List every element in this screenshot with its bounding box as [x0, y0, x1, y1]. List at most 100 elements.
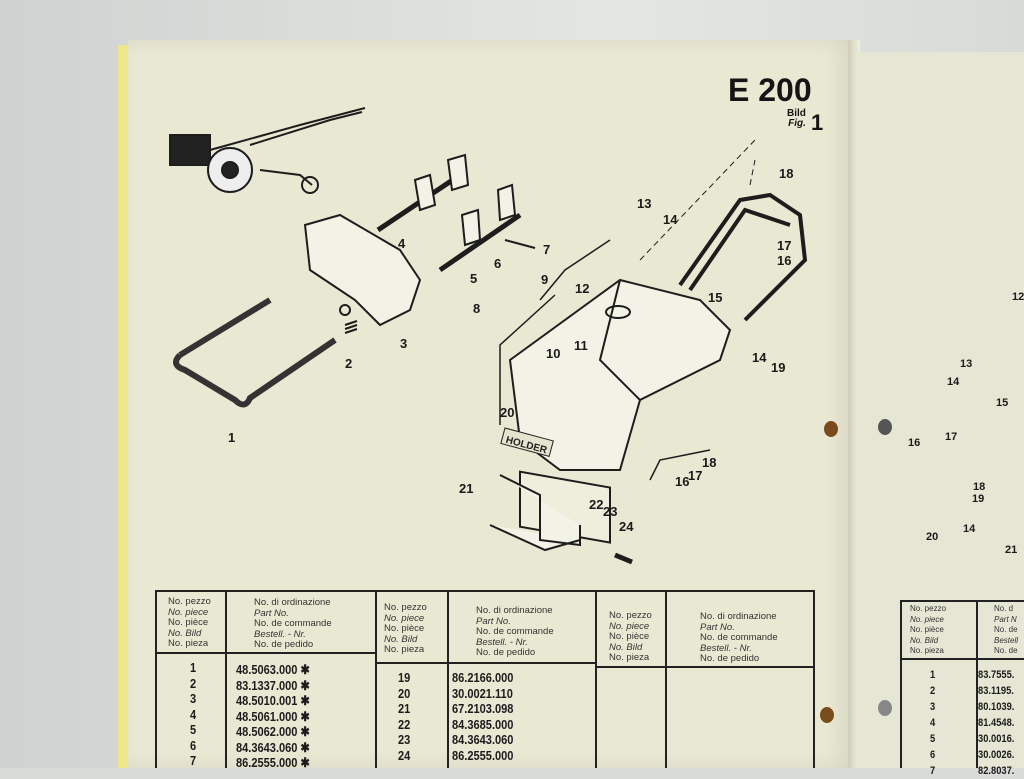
table-cell: 6	[190, 737, 197, 753]
next-callout-14: 14	[947, 376, 960, 388]
table-cell: 86.2555.000 ✱	[236, 755, 310, 770]
table-cell: 4	[930, 717, 936, 729]
table-cell: 84.3643.060 ✱	[236, 739, 310, 755]
callout-15: 15	[708, 290, 722, 305]
table-cell: 80.1039.	[978, 701, 1015, 713]
table-cell: 7	[930, 765, 936, 777]
next-callout-19: 19	[972, 493, 984, 505]
callout-18: 18	[702, 455, 716, 470]
callout-23: 23	[603, 504, 617, 519]
table-cell: 24	[398, 747, 411, 763]
table-cell: 30.0026.	[978, 749, 1015, 761]
table-cell: 83.1195.	[978, 685, 1014, 697]
table-cell: 48.5062.000 ✱	[236, 724, 310, 739]
callout-16: 16	[675, 474, 689, 489]
next-callout-17: 17	[945, 431, 957, 443]
callout-11: 11	[574, 338, 588, 353]
table-cell: 23	[398, 732, 411, 747]
callout-24: 24	[619, 519, 634, 534]
punch-hole	[820, 707, 834, 723]
table-cell: 1	[930, 669, 936, 681]
next-callout-15: 15	[996, 397, 1008, 409]
parts-table	[155, 590, 815, 768]
table-cell: 22	[398, 716, 411, 732]
table-cell: 86.2166.000	[452, 670, 514, 685]
next-part-numbers: 83.7555. 83.1195. 80.1039. 81.4548. 30.0016.…	[978, 667, 1014, 779]
part-bracket	[678, 192, 808, 322]
callout-7: 7	[543, 242, 550, 257]
tractor-thumbnail	[169, 107, 366, 194]
table-cell: 6	[930, 749, 936, 761]
callout-2: 2	[345, 356, 352, 371]
table-cell: 5	[190, 722, 197, 737]
next-callout-18: 18	[973, 481, 985, 493]
callout-5: 5	[470, 271, 477, 286]
table-cell: 83.1337.000 ✱	[236, 677, 310, 693]
table-cell: 30.0021.110	[452, 685, 513, 701]
callout-1: 1	[228, 430, 235, 445]
punch-hole	[878, 419, 892, 435]
callout-10: 10	[546, 346, 560, 361]
next-callout-14: 14	[963, 523, 976, 535]
punch-hole	[878, 700, 892, 716]
callout-8: 8	[473, 301, 480, 316]
table-cell: 81.4548.	[978, 717, 1015, 729]
callout-9: 9	[541, 272, 548, 287]
table-cell: 84.3643.060	[452, 732, 514, 747]
table-cell: 3	[190, 691, 197, 706]
part-hood	[508, 278, 732, 471]
table-cell: 21	[398, 701, 411, 716]
next-callout-20: 20	[926, 531, 938, 543]
callout-20: 20	[500, 405, 514, 420]
next-page-parts-table	[900, 600, 1024, 768]
callout-13: 13	[637, 196, 651, 211]
next-catalog-page	[856, 52, 1024, 768]
next-callout-21: 21	[1005, 544, 1017, 556]
table-cell: 83.7555.	[978, 669, 1015, 681]
callout-19: 19	[771, 360, 785, 375]
part-weight	[303, 213, 422, 327]
next-callout-12: 12	[1012, 291, 1024, 303]
part-bar	[173, 297, 337, 408]
table-cell: 20	[398, 685, 411, 701]
callout-21: 21	[459, 481, 473, 496]
table-cell: 3	[930, 701, 936, 713]
callout-14: 14	[752, 350, 767, 365]
part-mount	[489, 474, 581, 552]
next-callout-16: 16	[908, 437, 920, 449]
table-cell: 5	[930, 733, 936, 745]
callout-3: 3	[400, 336, 407, 351]
table-cell: 19	[398, 670, 411, 685]
table-cell: 86.2555.000	[452, 747, 514, 763]
table-cell: 2	[930, 685, 936, 697]
table-cell: 84.3685.000	[452, 716, 514, 732]
table-cell: 48.5010.001 ✱	[236, 693, 310, 708]
table-cell: 4	[190, 706, 197, 722]
callout-22: 22	[589, 497, 603, 512]
callout-17: 17	[688, 468, 702, 483]
table-cell: 1	[190, 660, 197, 675]
callout-4: 4	[398, 236, 406, 251]
callout-17: 17	[777, 238, 791, 253]
callout-16: 16	[777, 253, 791, 268]
callout-18: 18	[779, 166, 793, 181]
figure-number: 1	[811, 110, 824, 135]
table-cell: 67.2103.098	[452, 701, 514, 716]
table-cell: 7	[190, 753, 197, 768]
table-cell: 48.5061.000 ✱	[236, 708, 310, 724]
model-title: E 200	[728, 72, 812, 108]
part-numbers-col1: 48.5063.000 ✱83.1337.000 ✱48.5010.001 ✱4…	[236, 662, 310, 771]
punch-hole	[824, 421, 838, 437]
callout-6: 6	[494, 256, 501, 271]
table-cell: 30.0016.	[978, 733, 1015, 745]
